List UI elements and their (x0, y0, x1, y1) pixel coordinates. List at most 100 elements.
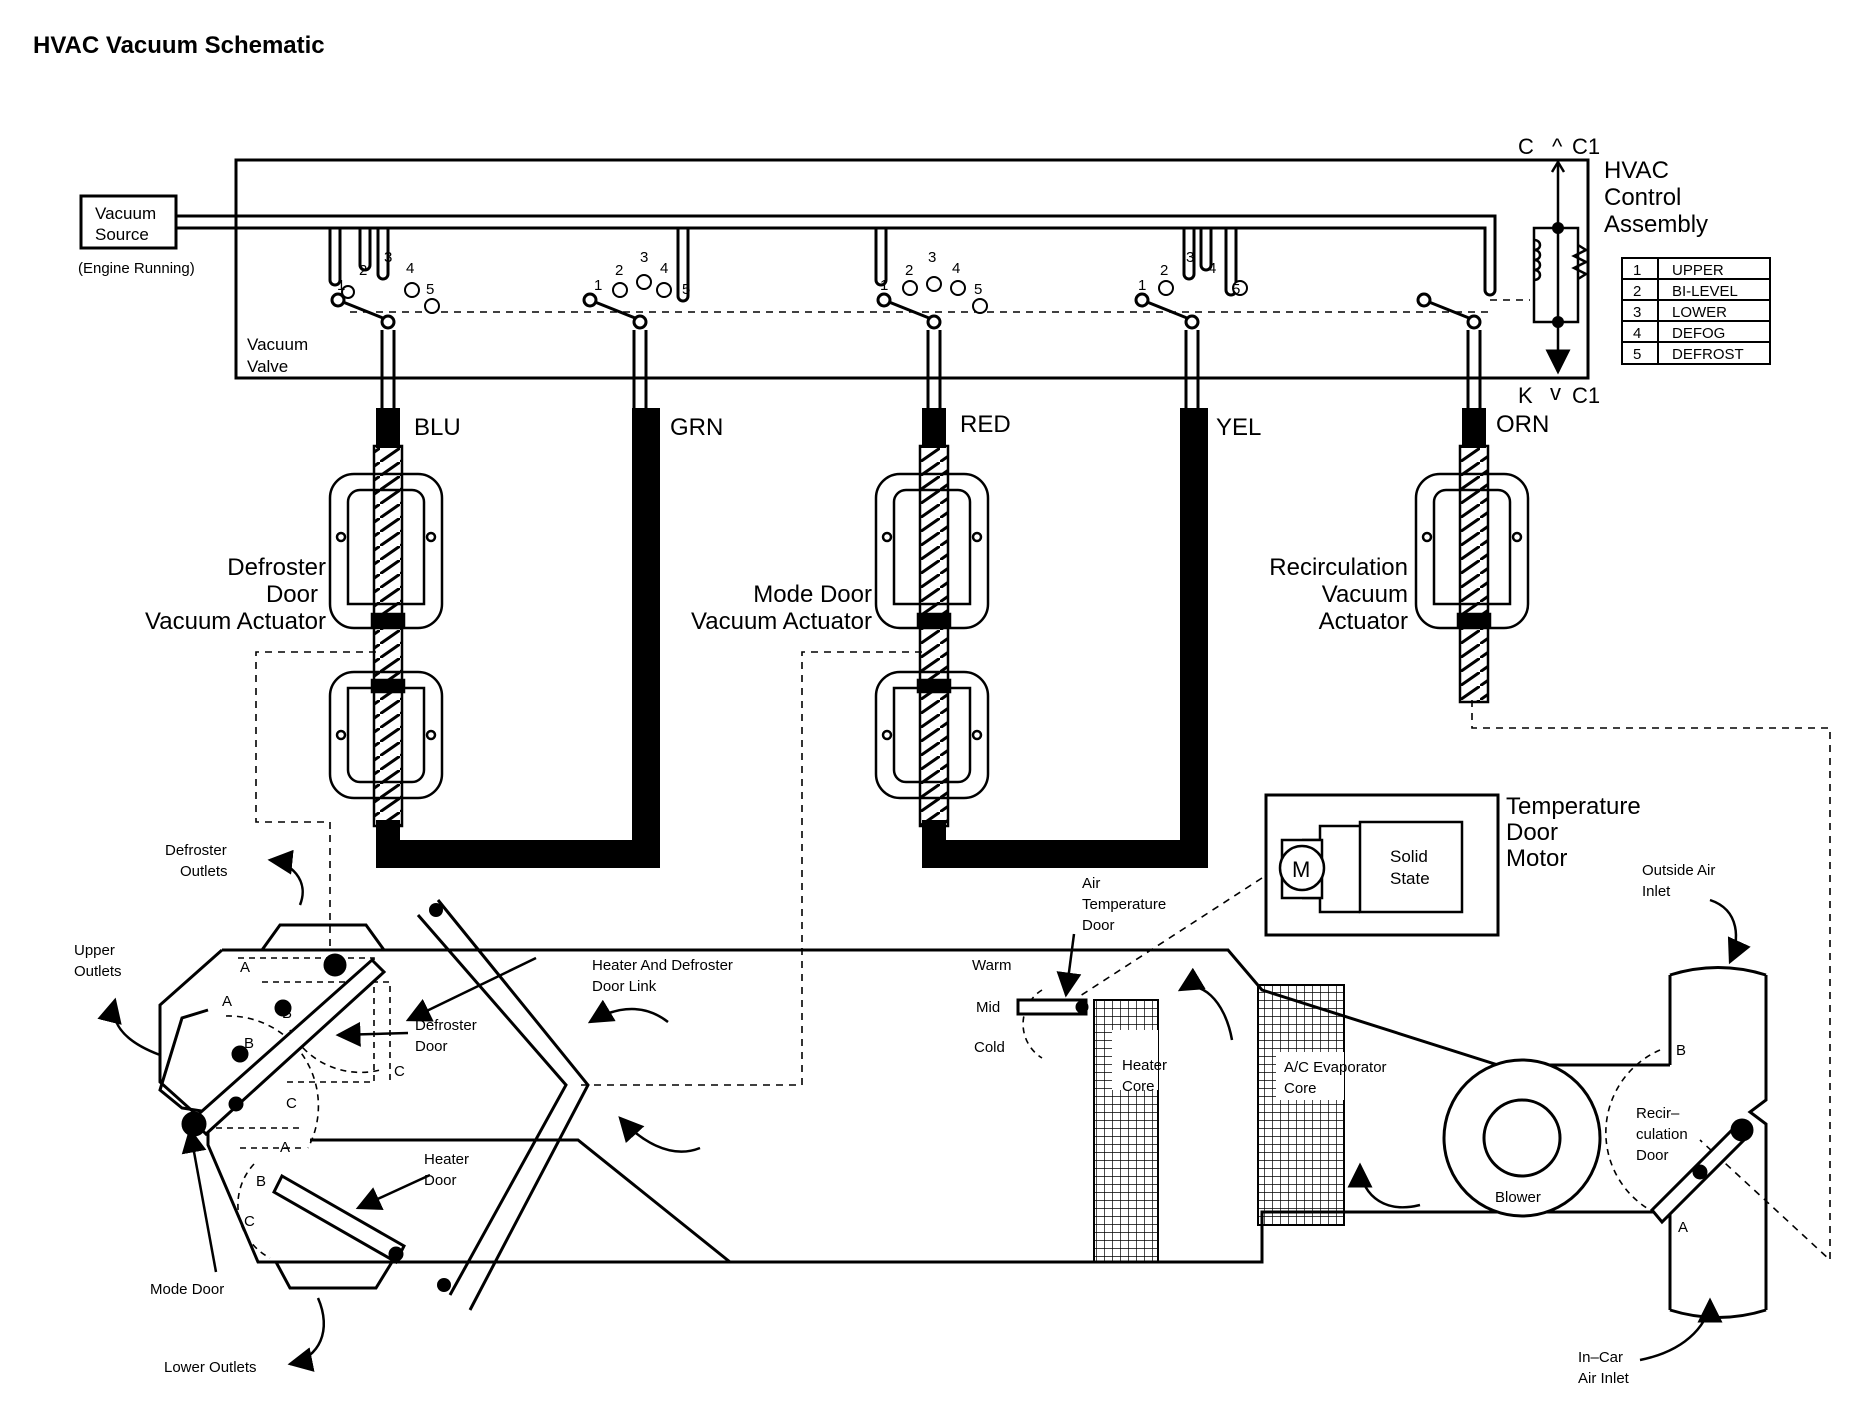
vacuum-source: Vacuum Source (Engine Running) (78, 194, 195, 277)
evaporator-core-label: Core (1284, 1080, 1317, 1097)
mode-name: BI-LEVEL (1672, 283, 1738, 300)
recirculation-vacuum-actuator (1414, 444, 1530, 704)
control-assembly-label-3: Assembly (1604, 211, 1708, 238)
evaporator-core-label: A/C Evaporator (1284, 1059, 1387, 1076)
temp-motor-label-2: Door (1506, 819, 1558, 846)
vacuum-valve-label-2: Valve (247, 357, 288, 376)
mode-actuator-label-2: Vacuum Actuator (691, 608, 872, 635)
pos-a: A (222, 993, 232, 1010)
port-num: 3 (640, 249, 648, 266)
hose-grn-label: GRN (670, 414, 723, 441)
mode-table: 1 UPPER 2 BI-LEVEL 3 LOWER 4 DEFOG 5 DEF… (1621, 257, 1771, 365)
lower-outlets-label: Lower Outlets (164, 1359, 257, 1376)
pos-b: B (244, 1035, 254, 1052)
temp-motor-label-3: Motor (1506, 845, 1567, 872)
hose-orn-label: ORN (1496, 411, 1549, 438)
linkage-dashes (255, 651, 1831, 1262)
mode-name: DEFOG (1672, 325, 1725, 342)
port-num: 5 (1232, 281, 1240, 298)
port-num: 5 (974, 281, 982, 298)
svg-text:v: v (1550, 380, 1561, 405)
vacuum-source-label-2: Source (95, 225, 149, 244)
port-num: 1 (1138, 277, 1146, 294)
port-num: 2 (1160, 262, 1168, 279)
air-temp-door-label: Temperature (1082, 896, 1166, 913)
heater-core-label: Core (1122, 1078, 1155, 1095)
terminal-k: K (1518, 383, 1533, 408)
recirc-door-label: Recir– (1636, 1105, 1680, 1122)
port-num: 5 (682, 281, 690, 298)
duct-labels: Defroster Outlets Upper Outlets Lower Ou… (74, 842, 1715, 1387)
pos-c: C (394, 1063, 405, 1080)
defroster-outlets-label: Outlets (180, 863, 228, 880)
port-num: 1 (880, 277, 888, 294)
mode-num: 5 (1633, 346, 1641, 363)
recirc-actuator-label-1: Recirculation (1269, 554, 1408, 581)
defroster-outlets-label: Defroster (165, 842, 227, 859)
pos-c: C (286, 1095, 297, 1112)
port-number-labels: 1 2 3 4 5 1 2 3 4 5 1 2 3 4 5 1 2 3 4 5 (337, 249, 1240, 298)
pos-b: B (282, 1005, 292, 1022)
recirc-door-label: Door (1636, 1147, 1669, 1164)
outside-air-label: Inlet (1642, 883, 1671, 900)
incar-air-label: Air Inlet (1578, 1370, 1630, 1387)
port-num: 4 (660, 260, 668, 277)
page-title: HVAC Vacuum Schematic (33, 32, 325, 59)
temperature-door-motor: M Solid State (1264, 793, 1500, 937)
cold-label: Cold (974, 1039, 1005, 1056)
port-num: 4 (406, 260, 414, 277)
valve-levers (330, 292, 1482, 408)
defroster-vacuum-actuator (328, 444, 444, 828)
port-num: 2 (615, 262, 623, 279)
solid-state-label-2: State (1390, 869, 1430, 888)
upper-outlets-label: Outlets (74, 963, 122, 980)
control-assembly-label-1: HVAC (1604, 157, 1669, 184)
connector-c1-bottom: C1 (1572, 383, 1600, 408)
pos-c: C (244, 1213, 255, 1230)
valve-ports (341, 274, 1248, 314)
incar-air-label: In–Car (1578, 1349, 1623, 1366)
air-temp-door-label: Door (1082, 917, 1115, 934)
port-num: 4 (952, 260, 960, 277)
mode-name: UPPER (1672, 262, 1724, 279)
port-num: 3 (1186, 249, 1194, 266)
door-link-label: Door Link (592, 978, 657, 995)
blower-label: Blower (1495, 1189, 1541, 1206)
mode-door-vacuum-actuator (874, 444, 990, 828)
door-position-letters: A B C A B C A B C B A (222, 959, 1688, 1236)
heater-door-label: Heater (424, 1151, 469, 1168)
door-swing-arcs (194, 957, 1661, 1259)
blower (1442, 1058, 1602, 1218)
control-circuit (1532, 160, 1589, 375)
vacuum-valve-label-1: Vacuum (247, 335, 308, 354)
recirc-actuator-label-3: Actuator (1319, 608, 1408, 635)
solid-state-label-1: Solid (1390, 847, 1428, 866)
heater-door-label: Door (424, 1172, 457, 1189)
hose-yel-label: YEL (1216, 414, 1261, 441)
recirc-door-label: culation (1636, 1126, 1688, 1143)
mode-num: 4 (1633, 325, 1641, 342)
port-num: 3 (928, 249, 936, 266)
pos-a: A (280, 1139, 290, 1156)
defroster-actuator-label-3: Vacuum Actuator (145, 608, 326, 635)
defroster-door-label: Defroster (415, 1017, 477, 1034)
vacuum-valve-box: Vacuum Valve (234, 158, 1590, 380)
recirc-actuator-label-2: Vacuum (1322, 581, 1408, 608)
motor-m-symbol: M (1292, 857, 1310, 882)
outside-air-label: Outside Air (1642, 862, 1715, 879)
terminal-c: C (1518, 134, 1534, 159)
mode-num: 1 (1633, 262, 1641, 279)
mode-num: 3 (1633, 304, 1641, 321)
mode-actuator-label-1: Mode Door (753, 581, 872, 608)
defroster-actuator-label-2: Door (266, 581, 318, 608)
defroster-door-label: Door (415, 1038, 448, 1055)
defroster-actuator-label-1: Defroster (227, 554, 326, 581)
control-assembly-label-2: Control (1604, 184, 1681, 211)
pos-b: B (256, 1173, 266, 1190)
airflow-arrows (97, 849, 1751, 1372)
svg-text:^: ^ (1552, 134, 1563, 159)
port-num: 5 (426, 281, 434, 298)
pos-b: B (1676, 1042, 1686, 1059)
ac-evaporator-core (1257, 984, 1345, 1226)
